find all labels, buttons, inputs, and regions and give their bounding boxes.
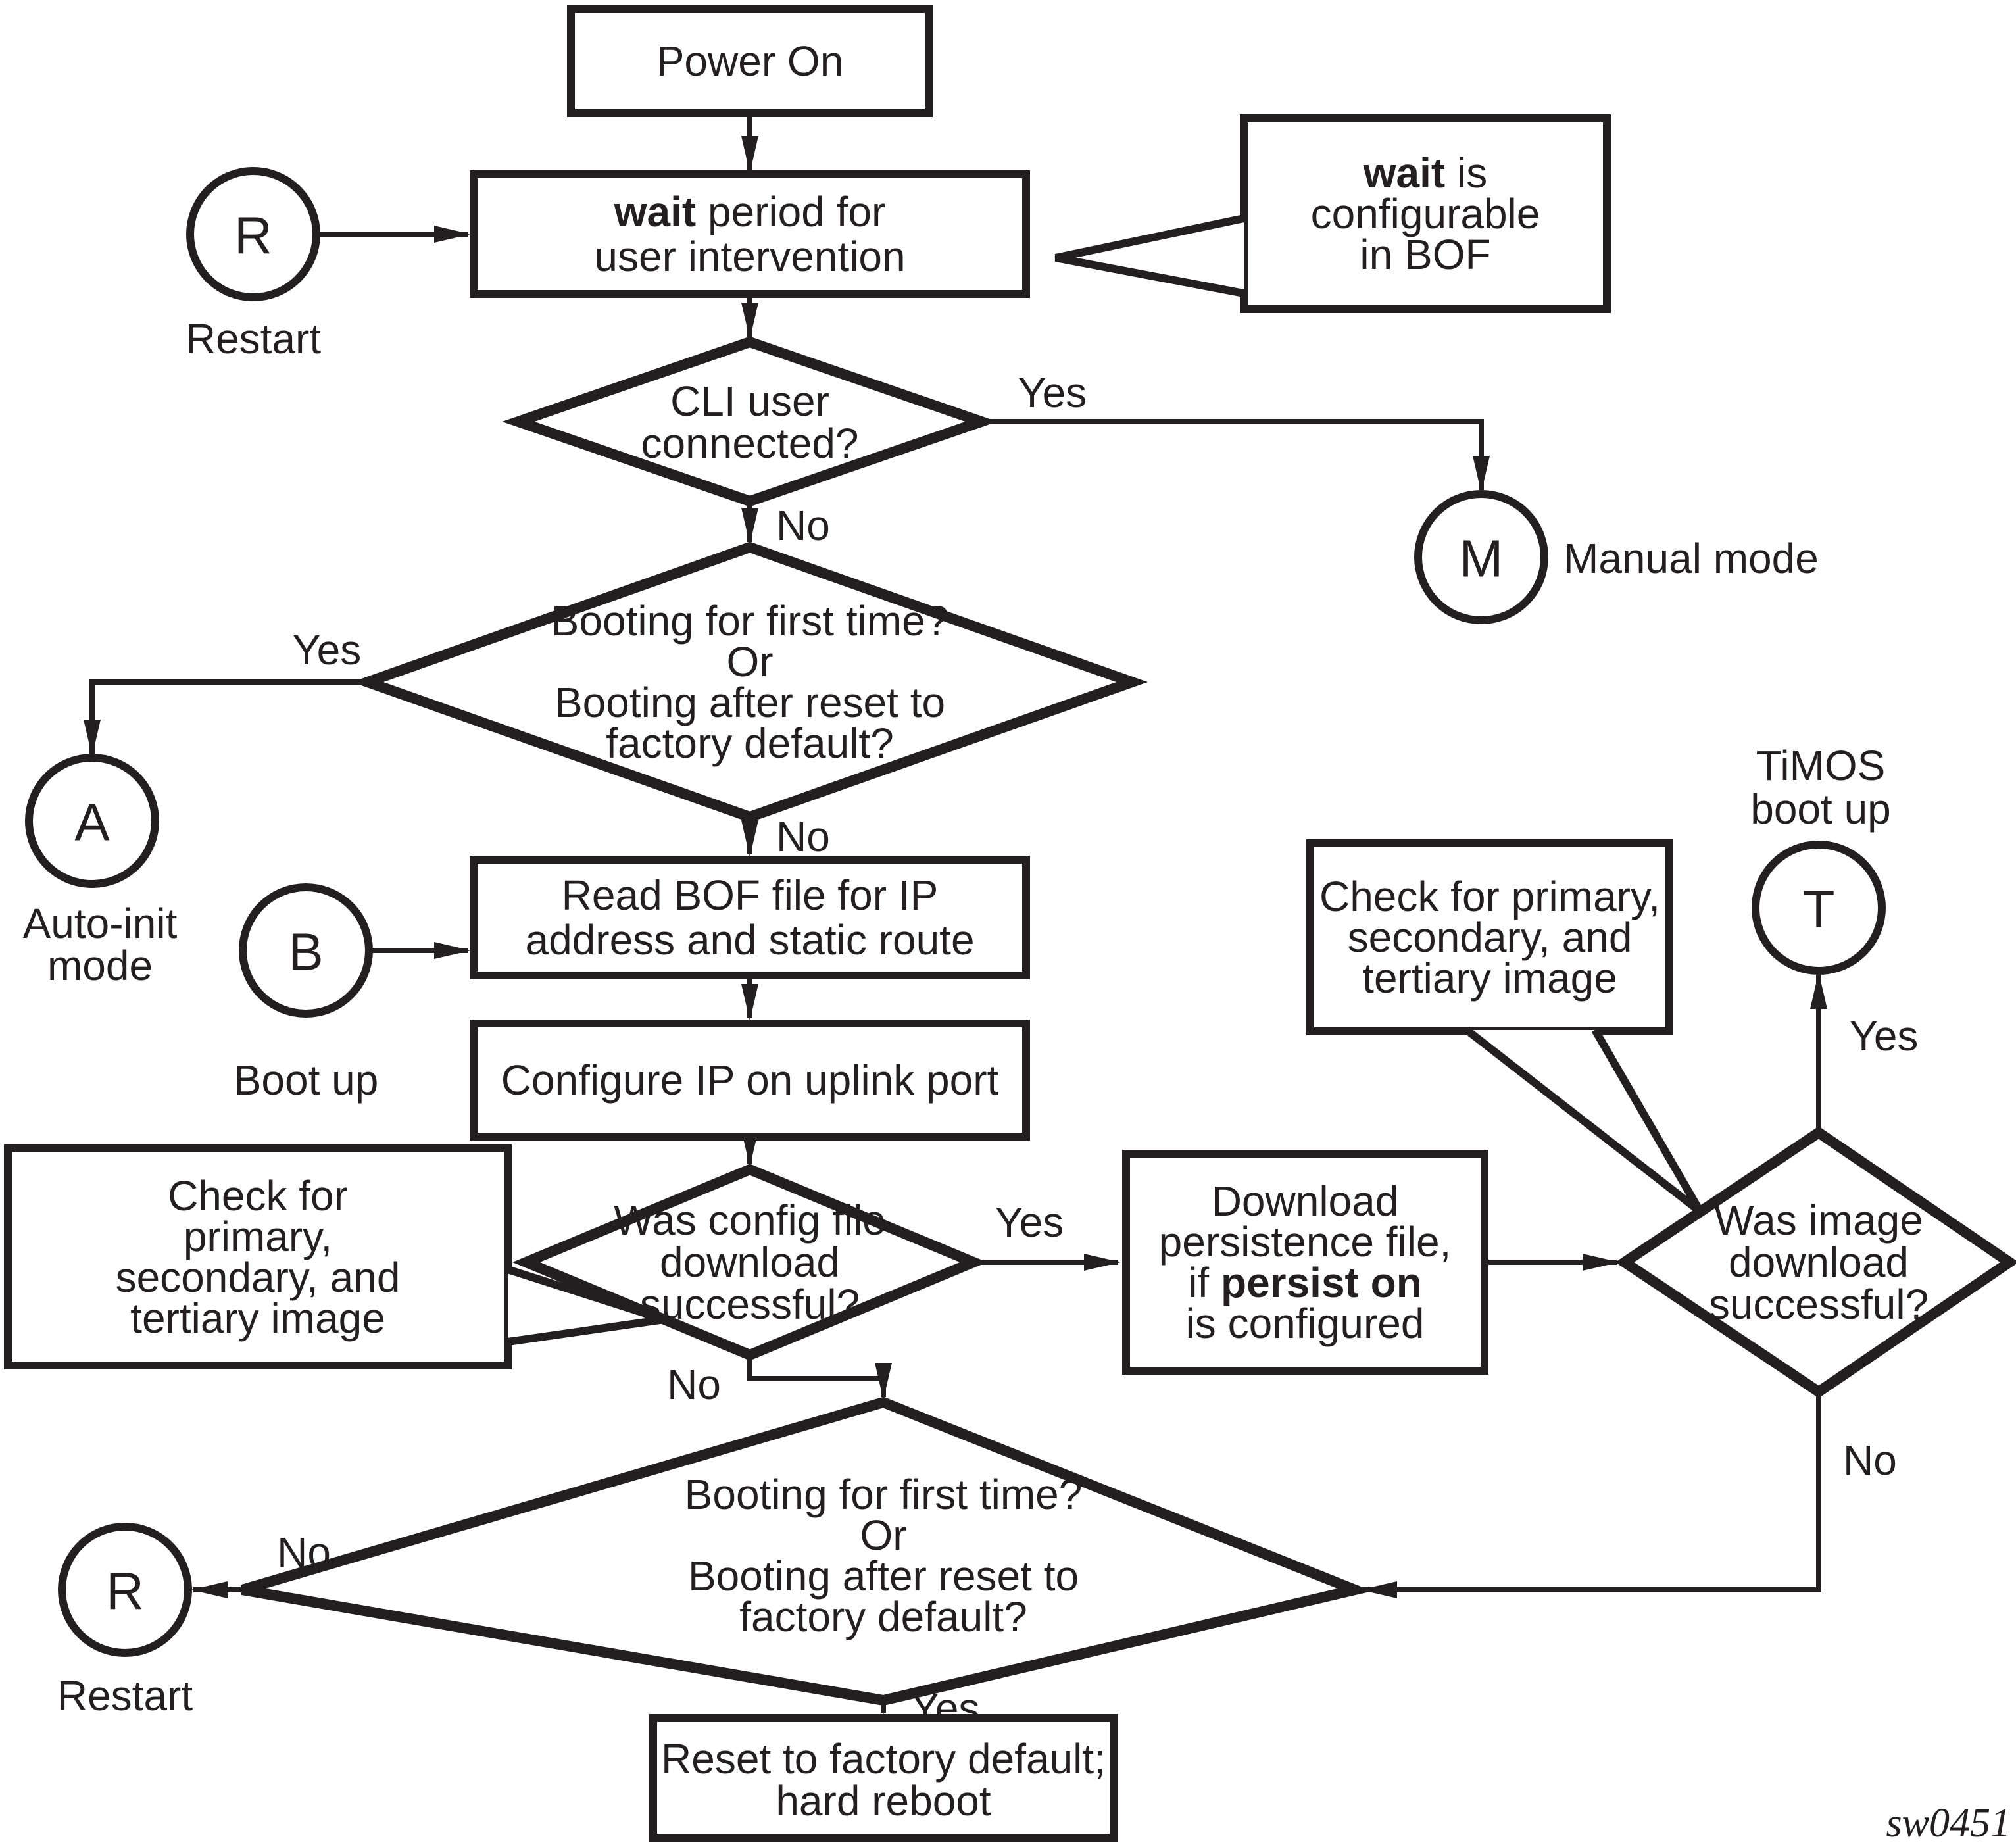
boot-bottom-line3: Booting after reset to <box>688 1552 1079 1600</box>
reset-box <box>649 1714 1118 1842</box>
boot-bottom-line4: factory default? <box>739 1593 1027 1640</box>
persistence-line3-pre: if <box>1188 1259 1221 1306</box>
timos-caption-line1: TiMOS <box>1756 742 1886 789</box>
right-callout-line3: tertiary image <box>1362 954 1617 1002</box>
left-callout-line2: primary, <box>184 1213 332 1260</box>
persistence-line3: if persist on <box>1188 1259 1422 1306</box>
auto-init-circle <box>25 754 159 888</box>
image-diamond <box>1615 1126 2016 1398</box>
edges <box>84 113 1827 1715</box>
auto-init-letter: A <box>74 793 110 852</box>
boot-top-no-label: No <box>776 813 830 860</box>
config-diamond-line2: download <box>660 1239 840 1286</box>
cli-no-label: No <box>776 502 830 549</box>
cli-diamond <box>502 336 998 507</box>
auto-init-caption-line2: mode <box>47 942 153 989</box>
cli-diamond-line1: CLI user <box>670 378 829 425</box>
restart-bottom-circle <box>58 1523 192 1657</box>
boot-bottom-no-label: No <box>277 1529 331 1576</box>
wait-box <box>470 170 1030 298</box>
edge-bootdiamond-yes-to-autoinit <box>84 679 368 756</box>
wait-callout-line3: in BOF <box>1360 231 1490 278</box>
boot-bottom-line1: Booting for first time? <box>685 1471 1083 1518</box>
config-no-label: No <box>667 1361 721 1408</box>
boot-top-line1: Booting for first time? <box>551 597 949 645</box>
wait-callout-line1: wait is <box>1363 149 1487 197</box>
persistence-line4: is configured <box>1186 1300 1425 1347</box>
edge-image-no-to-bootdiamond2 <box>1360 1392 1821 1598</box>
boot-diamond-bottom <box>240 1396 1373 1706</box>
boot-bottom-line2: Or <box>860 1512 906 1559</box>
image-diamond-line1: Was image <box>1714 1196 1923 1244</box>
boot-up-caption: Boot up <box>234 1056 379 1104</box>
persistence-line1: Download <box>1212 1177 1399 1225</box>
boot-top-yes-label: Yes <box>293 626 361 674</box>
persistence-box <box>1122 1150 1488 1375</box>
timos-letter: T <box>1803 880 1835 939</box>
wait-callout-box <box>1240 114 1611 313</box>
restart-bottom-caption: Restart <box>57 1672 193 1719</box>
left-callout-line1: Check for <box>168 1172 348 1219</box>
boot-top-line3: Booting after reset to <box>554 679 945 726</box>
wait-callout-keyword: wait <box>1363 149 1445 197</box>
restart-bottom-letter: R <box>106 1562 144 1621</box>
boot-up-circle <box>239 883 373 1018</box>
config-yes-label: Yes <box>995 1198 1064 1246</box>
restart-top-circle <box>186 167 320 301</box>
image-diamond-line2: download <box>1729 1239 1909 1286</box>
wait-box-line1: wait period for <box>614 188 886 235</box>
read-bof-line2: address and static route <box>525 916 974 964</box>
cli-yes-label: Yes <box>1018 369 1087 416</box>
boot-top-line4: factory default? <box>606 720 894 767</box>
left-callout-line3: secondary, and <box>116 1254 401 1301</box>
wait-callout-pointer <box>1054 214 1245 297</box>
right-callout-pointer <box>1464 1027 1704 1215</box>
boot-up-letter: B <box>288 923 323 981</box>
image-no-label: No <box>1843 1437 1897 1484</box>
auto-init-caption-line1: Auto-init <box>23 900 178 947</box>
cli-diamond-line2: connected? <box>641 420 859 467</box>
boot-diamond-top <box>351 541 1148 823</box>
persist-on-keyword: persist on <box>1221 1259 1422 1306</box>
manual-mode-circle <box>1414 490 1548 624</box>
wait-keyword: wait <box>614 188 696 235</box>
wait-callout-line2: configurable <box>1311 190 1540 237</box>
left-callout-box <box>4 1144 512 1369</box>
read-bof-box <box>470 856 1030 979</box>
image-diamond-line3: successful? <box>1709 1281 1929 1328</box>
wait-box-line2: user intervention <box>594 233 905 280</box>
restart-top-caption: Restart <box>185 315 322 362</box>
edge-cli-yes-to-manual <box>981 419 1490 493</box>
wait-callout-line1-rest: is <box>1445 149 1487 197</box>
config-diamond-line1: Was config file <box>614 1196 886 1244</box>
read-bof-line1: Read BOF file for IP <box>562 872 939 919</box>
config-diamond <box>512 1164 987 1361</box>
configure-ip-label: Configure IP on uplink port <box>501 1056 999 1104</box>
timos-circle <box>1752 841 1886 975</box>
config-diamond-line3: successful? <box>640 1281 860 1328</box>
wait-box-line1-rest: period for <box>696 188 885 235</box>
persistence-line2: persistence file, <box>1159 1218 1452 1266</box>
configure-ip-box <box>470 1020 1030 1141</box>
timos-caption-line2: boot up <box>1750 785 1891 833</box>
reset-line1: Reset to factory default; <box>661 1735 1106 1783</box>
power-on-box <box>567 5 933 117</box>
right-callout-line1: Check for primary, <box>1319 873 1660 920</box>
boot-top-line2: Or <box>726 638 773 685</box>
manual-mode-caption: Manual mode <box>1563 535 1819 582</box>
reset-line2: hard reboot <box>775 1777 991 1825</box>
manual-mode-letter: M <box>1460 529 1504 588</box>
edge-config-no-to-bootdiamond2 <box>747 1355 892 1400</box>
right-callout-box <box>1306 839 1673 1035</box>
power-on-label: Power On <box>656 37 844 85</box>
figure-code: sw0451 <box>1886 1801 2011 1845</box>
restart-top-letter: R <box>234 207 272 265</box>
image-yes-label: Yes <box>1850 1012 1918 1060</box>
left-callout-line4: tertiary image <box>130 1294 385 1342</box>
right-callout-line2: secondary, and <box>1348 914 1633 961</box>
